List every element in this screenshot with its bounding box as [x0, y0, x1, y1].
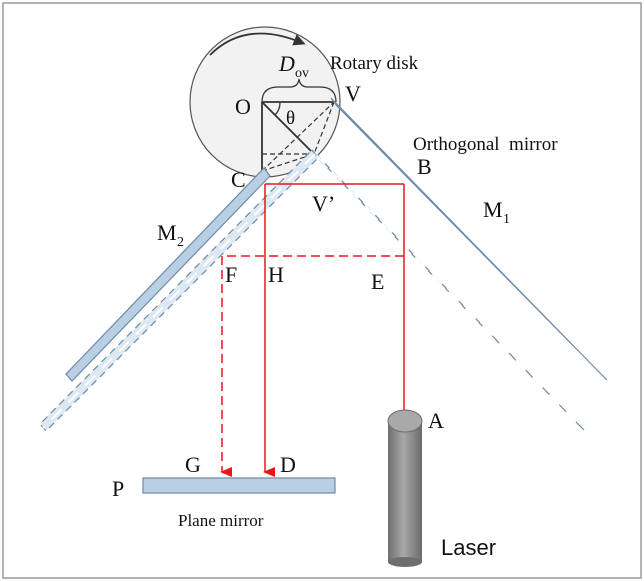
label-d: D [278, 51, 295, 76]
label-m2-subscript: 2 [177, 235, 184, 250]
label-point-c: C [231, 167, 246, 192]
label-point-e: E [371, 269, 384, 294]
label-m1-subscript: 1 [503, 212, 510, 227]
clockwise-arrow-icon [209, 32, 306, 56]
label-point-d: D [280, 452, 296, 477]
label-d-subscript: ov [295, 66, 309, 81]
plane-mirror [142, 477, 336, 494]
label-point-p: P [112, 476, 124, 501]
label-point-a: A [428, 408, 444, 433]
mirror-m1 [330, 97, 608, 381]
label-point-b: B [417, 154, 432, 179]
label-point-o: O [235, 94, 251, 119]
label-m1: M [483, 197, 503, 222]
orthogonal-mirror-solid [65, 97, 608, 382]
label-point-f: F [225, 262, 237, 287]
label-rotary-disk: Rotary disk [330, 53, 419, 74]
label-point-v: V [345, 81, 361, 106]
label-orthogonal-mirror: Orthogonal mirror [413, 134, 558, 155]
label-laser: Laser [441, 535, 496, 560]
laser-device [387, 409, 423, 567]
label-point-g: G [185, 452, 201, 477]
label-point-v-prime: V’ [312, 191, 335, 216]
laser-beam-dashed [220, 255, 404, 477]
mirror-m2 [65, 167, 271, 382]
label-point-h: H [268, 262, 284, 287]
dov-brace [261, 78, 337, 103]
disk-geometry [261, 101, 335, 172]
label-theta: θ [286, 108, 295, 129]
label-plane-mirror: Plane mirror [178, 511, 264, 530]
laser-beam-solid [263, 183, 405, 477]
orthogonal-mirror-dashed [39, 149, 585, 432]
label-m2: M [157, 220, 177, 245]
